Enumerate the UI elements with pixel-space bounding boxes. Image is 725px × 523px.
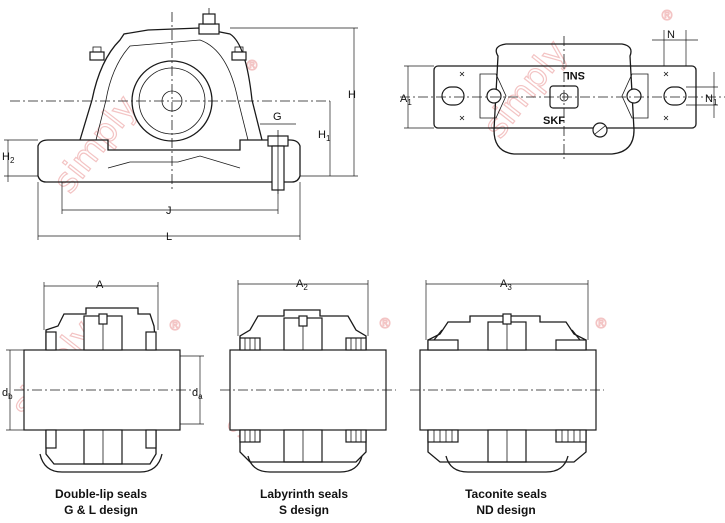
caption-taconite: Taconite seals ND design xyxy=(434,486,578,518)
caption-line2: ND design xyxy=(476,503,536,517)
section-labyrinth xyxy=(220,309,396,473)
dim-j: J xyxy=(166,205,172,217)
top-view-dimensions: A1 N N1 xyxy=(400,29,718,129)
caption-labyrinth: Labyrinth seals S design xyxy=(232,486,376,518)
front-view xyxy=(10,8,330,194)
dim-db: db xyxy=(2,387,13,401)
watermark-text: simply xyxy=(46,88,146,200)
housing-mark-bottom: SKF xyxy=(543,115,565,127)
dim-l: L xyxy=(166,231,172,243)
caption-line1: Taconite seals xyxy=(465,487,547,501)
dim-g: G xyxy=(273,111,282,123)
housing-mark-top: SNL xyxy=(563,69,585,81)
caption-line2: S design xyxy=(278,503,329,517)
caption-double-lip: Double-lip seals G & L design xyxy=(30,486,172,518)
dim-a1: A1 xyxy=(400,93,412,107)
section-taconite xyxy=(410,313,604,473)
watermark-mark: ® xyxy=(245,58,259,74)
dim-a: A xyxy=(96,279,104,291)
dim-da: da xyxy=(192,387,203,401)
dim-n1: N1 xyxy=(705,93,718,107)
dim-h2: H2 xyxy=(2,151,15,165)
section-labyrinth-dimensions: A2 xyxy=(237,278,369,336)
dim-a3: A3 xyxy=(500,278,512,292)
watermark-mark: ® xyxy=(660,8,674,24)
watermark-mark: ® xyxy=(168,318,182,334)
dim-h1: H1 xyxy=(318,129,331,143)
section-double-lip-dimensions: A db da xyxy=(2,279,204,431)
dim-h: H xyxy=(348,89,356,101)
watermark-mark: ® xyxy=(378,316,392,332)
front-view-dimensions: H H1 G H2 J L xyxy=(2,27,358,243)
section-taconite-dimensions: A3 xyxy=(425,278,589,340)
dim-a2: A2 xyxy=(296,278,308,292)
caption-line2: G & L design xyxy=(64,503,138,517)
top-view: SNL SKF xyxy=(400,36,725,162)
section-double-lip xyxy=(14,307,196,473)
watermark-mark: ® xyxy=(594,316,608,332)
caption-line1: Labyrinth seals xyxy=(259,487,349,501)
caption-line1: Double-lip seals xyxy=(54,487,148,501)
dim-n: N xyxy=(667,29,675,41)
